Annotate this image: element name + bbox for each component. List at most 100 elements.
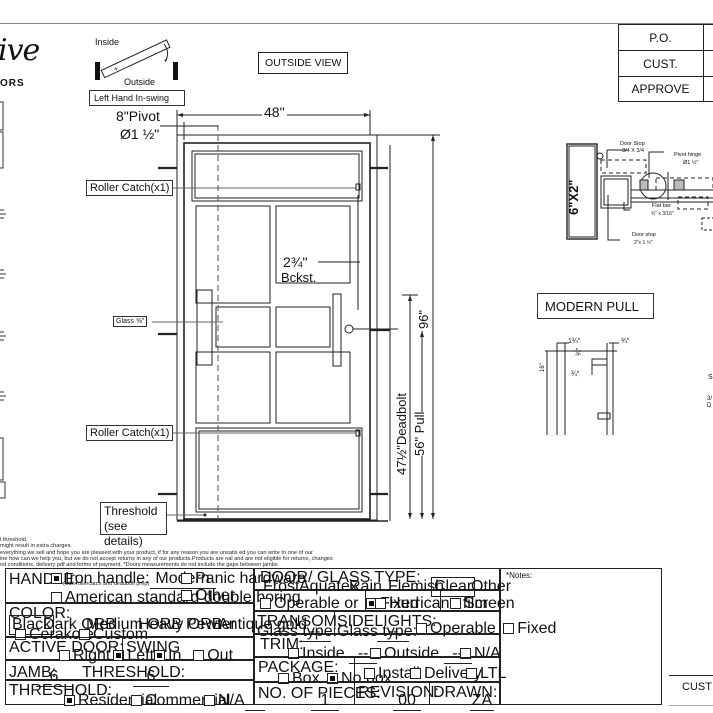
screen-checkbox[interactable]	[450, 598, 461, 610]
operable-checkbox[interactable]	[260, 598, 271, 610]
disclaimer-line: ine how can we help you, but we do not a…	[0, 555, 333, 562]
transom-glass-type-value[interactable]: --	[299, 623, 331, 642]
glass-panel	[215, 306, 271, 348]
iron-handle-checkbox[interactable]	[51, 573, 62, 585]
hurricane-film-label: Hurricane film	[389, 595, 488, 612]
threshold-callout: Threshold (see details)	[100, 502, 167, 548]
revision-value[interactable]: 00	[393, 692, 421, 711]
package-no-box-checkbox[interactable]	[327, 673, 339, 685]
panic-hardware-checkbox[interactable]	[181, 573, 192, 585]
install-checkbox[interactable]	[364, 668, 375, 680]
residential-checkbox[interactable]	[64, 695, 75, 707]
deadbolt-dimension-label: 47½"Deadbolt	[394, 393, 409, 475]
glass-panel	[195, 205, 271, 304]
disclaimer-line: l threshold.	[0, 537, 28, 543]
jamb-left	[95, 62, 100, 80]
transom-section: TRANSOM: Glass type: --	[254, 611, 341, 642]
custom-color-checkbox[interactable]	[79, 629, 90, 641]
partial-3-label: 3/	[707, 396, 713, 402]
iron-handle-label: Iron handle:	[65, 570, 150, 587]
glass-panel-top	[194, 153, 360, 199]
trim-outside-value[interactable]: --	[443, 645, 472, 664]
brand-logo-sub: ORS	[0, 78, 25, 89]
notes-box[interactable]: *Notes:	[500, 568, 662, 705]
cerakote-checkbox[interactable]	[15, 629, 26, 641]
glass-panel	[275, 351, 351, 424]
modern-pull-drawing	[545, 342, 619, 435]
handle-other-checkbox[interactable]	[181, 590, 192, 602]
notes-label: *Notes:	[506, 571, 533, 580]
threshold-label-1: Threshold	[104, 504, 158, 518]
color-option-antique-gold[interactable]: Antique gold	[218, 616, 307, 633]
pull-post	[591, 358, 608, 366]
pivot-label: 8"Pivot	[116, 108, 160, 124]
jamb-threshold-section: JAMB: 6 THRESHOLD: 6	[5, 660, 254, 687]
threshold-label-2: (see details)	[104, 519, 143, 548]
jamb-value[interactable]: 6	[36, 668, 72, 687]
drawn-section: DRAWN: ZA	[429, 682, 500, 711]
jamb-label: JAMB:	[9, 664, 57, 681]
color-option-dark-orb[interactable]: Dark ORB	[43, 616, 116, 633]
swing-arrow	[163, 43, 169, 61]
commercial-checkbox[interactable]	[131, 695, 142, 707]
swing-type-label: Left Hand In-swing	[89, 90, 185, 106]
approval-label-approve: APPROVE	[631, 82, 690, 96]
pivot-hinge-label-2: Ø1 ½"	[683, 160, 699, 166]
sidelights-fixed-label: Fixed	[517, 620, 557, 637]
hurricane-film-checkbox[interactable]	[375, 598, 386, 610]
brand-logo-script: ive	[0, 33, 40, 68]
ltl-checkbox[interactable]	[466, 668, 477, 680]
american-boring-checkbox[interactable]	[51, 592, 62, 604]
swing-in-label: In	[168, 647, 182, 664]
pull-strip	[332, 293, 342, 367]
customer-signature-label: CUST	[682, 681, 712, 693]
package-section: PACKAGE: Box No box	[254, 657, 392, 687]
pull-knob	[344, 324, 354, 334]
section-detail	[566, 143, 713, 241]
delivery-checkbox[interactable]	[410, 668, 421, 680]
trim-inside-value[interactable]: --	[349, 645, 378, 664]
threshold-na-checkbox[interactable]	[204, 695, 215, 707]
ltl-label: LTL	[480, 665, 507, 682]
operable-section: Operable or Fixed	[254, 590, 419, 612]
color-option-heavy-orb[interactable]: Heavy ORB	[138, 616, 223, 633]
partial-d-label: D	[707, 403, 712, 409]
color-option-black[interactable]: Black	[9, 615, 55, 635]
side-elevation-partial	[0, 101, 6, 499]
threshold-size-value[interactable]: 6	[133, 668, 169, 687]
approval-label-cust: CUST.	[643, 57, 678, 71]
door-leaf: +	[100, 39, 171, 79]
sidelights-operable-checkbox[interactable]	[416, 623, 427, 635]
door-stop-bottom-label-2: 2"x 1 ½"	[634, 240, 653, 246]
sidelights-section: SIDELIGHTS: Glass type: -- Operable Fixe…	[334, 611, 556, 642]
package-box-checkbox[interactable]	[278, 673, 289, 685]
color-option-medium-orb[interactable]: Medium ORB	[86, 616, 183, 633]
pieces-value[interactable]: 1	[311, 692, 339, 711]
trim-na-checkbox[interactable]	[460, 648, 471, 660]
sidelights-fixed-checkbox[interactable]	[503, 623, 515, 635]
or-label: or	[344, 595, 359, 612]
hurricane-section: Hurricane film	[365, 590, 488, 612]
screen-label: Screen	[464, 595, 515, 612]
glass-type-section: DOOR/ GLASS TYPE: Frost Aquatex Rain Fle…	[254, 568, 511, 597]
glass-type-label: DOOR/ GLASS TYPE:	[260, 569, 421, 586]
sidelight-strip	[196, 289, 213, 366]
backset-value-label: 2¾"	[283, 254, 308, 270]
flat-bar-label-1: Flat bar	[652, 203, 671, 209]
trim-inside-checkbox[interactable]	[288, 648, 299, 660]
color-option-pewter[interactable]: Pewter	[186, 616, 236, 633]
frame-size-label: 6"X2"	[566, 179, 581, 215]
swing-out-label: Out	[207, 647, 234, 664]
drawn-value[interactable]: ZA	[470, 692, 494, 711]
pivot-hinge-label-1: Pivot hinge	[674, 152, 702, 158]
approval-row-approve: APPROVE	[619, 77, 713, 102]
door-elevation	[150, 110, 440, 522]
customer-signature-line[interactable]	[669, 675, 713, 676]
svg-text:+: +	[113, 65, 120, 73]
color-label: COLOR:	[9, 605, 71, 622]
trim-outside-checkbox[interactable]	[370, 648, 381, 660]
threshold-type-section: THRESHOLD: Residential Commercial N/A	[5, 680, 265, 711]
approval-label-po: P.O.	[649, 31, 672, 45]
sidelights-glass-type-value[interactable]: --	[377, 623, 409, 642]
